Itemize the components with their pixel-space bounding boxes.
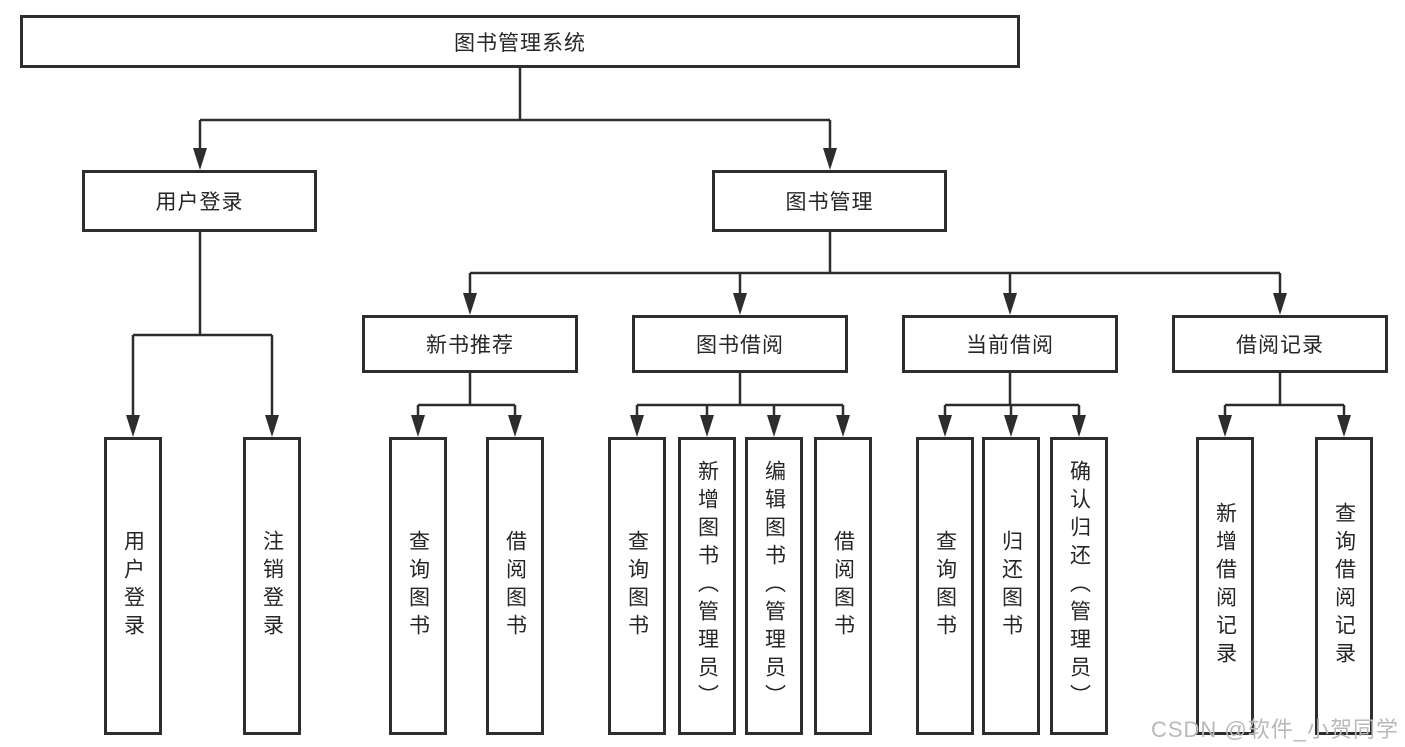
leaf-query-book-current: 查询图书 xyxy=(916,437,974,735)
node-label: 查询图书 xyxy=(933,530,957,642)
edge-book-mgmt-trunk xyxy=(468,232,1282,294)
leaf-query-book-recommend: 查询图书 xyxy=(389,437,447,735)
arrow-icon xyxy=(1337,415,1351,437)
arrow-icon xyxy=(938,415,952,437)
node-label: 用户登录 xyxy=(121,530,145,642)
arrow-icon xyxy=(823,148,837,170)
node-label: 查询图书 xyxy=(625,530,649,642)
arrow-icon xyxy=(1004,415,1018,437)
arrow-icon xyxy=(1218,415,1232,437)
node-label: 归还图书 xyxy=(999,530,1023,642)
arrowheads xyxy=(126,148,1351,437)
arrow-icon xyxy=(1003,293,1017,315)
node-label: 查询借阅记录 xyxy=(1332,502,1356,670)
node-label: 查询图书 xyxy=(406,530,430,642)
leaf-confirm-return-admin: 确认归还（管理员） xyxy=(1050,437,1108,735)
leaf-edit-book-admin: 编辑图书（管理员） xyxy=(745,437,803,735)
node-label: 当前借阅 xyxy=(966,334,1054,357)
node-label: 借阅图书 xyxy=(831,530,855,642)
node-label: 用户登录 xyxy=(155,191,244,214)
node-label: 注销登录 xyxy=(260,530,284,642)
edge-borrow-trunk xyxy=(635,373,845,416)
arrow-icon xyxy=(733,293,747,315)
leaf-return-book: 归还图书 xyxy=(982,437,1040,735)
node-label: 图书管理系统 xyxy=(454,31,586,55)
arrow-icon xyxy=(193,148,207,170)
edge-root-trunk xyxy=(198,68,832,150)
node-label: 图书借阅 xyxy=(696,334,784,357)
arrow-icon xyxy=(1072,415,1086,437)
arrow-icon xyxy=(126,415,140,437)
node-label: 图书管理 xyxy=(785,191,874,214)
arrow-icon xyxy=(265,415,279,437)
leaf-query-book-borrow: 查询图书 xyxy=(608,437,666,735)
node-label: 新书推荐 xyxy=(426,334,514,357)
node-root-system: 图书管理系统 xyxy=(20,15,1020,68)
node-book-borrow: 图书借阅 xyxy=(632,315,848,373)
node-book-management: 图书管理 xyxy=(712,170,947,232)
leaf-user-login: 用户登录 xyxy=(104,437,162,735)
node-label: 确认归还（管理员） xyxy=(1067,460,1091,712)
node-borrow-records: 借阅记录 xyxy=(1172,315,1388,373)
node-user-login: 用户登录 xyxy=(82,170,317,232)
arrow-icon xyxy=(767,415,781,437)
edge-records-trunk xyxy=(1223,373,1346,416)
edge-current-trunk xyxy=(943,373,1081,416)
node-label: 编辑图书（管理员） xyxy=(762,460,786,712)
arrow-icon xyxy=(836,415,850,437)
node-label: 新增图书（管理员） xyxy=(695,460,719,712)
arrow-icon xyxy=(630,415,644,437)
leaf-borrow-book: 借阅图书 xyxy=(814,437,872,735)
node-current-borrow: 当前借阅 xyxy=(902,315,1118,373)
arrow-icon xyxy=(463,293,477,315)
leaf-query-borrow-record: 查询借阅记录 xyxy=(1315,437,1373,735)
leaf-borrow-book-recommend: 借阅图书 xyxy=(486,437,544,735)
edge-user-login-trunk xyxy=(131,232,274,416)
node-label: 借阅图书 xyxy=(503,530,527,642)
arrow-icon xyxy=(411,415,425,437)
leaf-add-borrow-record: 新增借阅记录 xyxy=(1196,437,1254,735)
node-label: 借阅记录 xyxy=(1236,334,1324,357)
leaf-logout: 注销登录 xyxy=(243,437,301,735)
arrow-icon xyxy=(700,415,714,437)
arrow-icon xyxy=(508,415,522,437)
arrow-icon xyxy=(1273,293,1287,315)
edge-recommend-trunk xyxy=(416,373,517,416)
csdn-watermark: CSDN @软件_小贺同学 xyxy=(1150,717,1399,742)
node-label: 新增借阅记录 xyxy=(1213,502,1237,670)
node-new-book-recommend: 新书推荐 xyxy=(362,315,578,373)
leaf-add-book-admin: 新增图书（管理员） xyxy=(678,437,736,735)
